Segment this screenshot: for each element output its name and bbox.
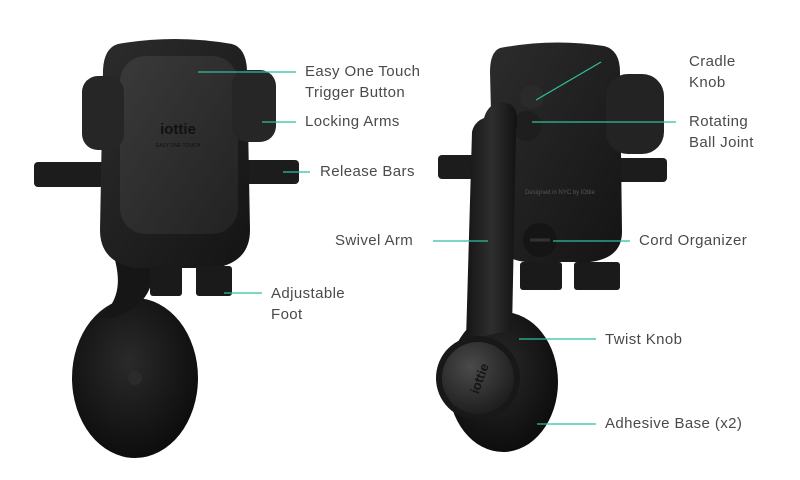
cradle-knob (520, 85, 544, 109)
back-foot-left (520, 262, 562, 290)
front-logo-text: iottie (160, 121, 196, 138)
twist-knob-face (442, 342, 514, 414)
back-release-bar-right (615, 158, 667, 182)
label-ball-line2: Ball Joint (689, 134, 754, 151)
label-foot-line2: Foot (271, 306, 303, 323)
front-suction-center (128, 371, 142, 385)
locking-arm-left (82, 76, 124, 150)
label-twist-knob: Twist Knob (605, 329, 682, 350)
swivel-arm (466, 102, 518, 340)
back-mount: Designed in NYC by iOttie iottie (436, 42, 667, 452)
adjustable-foot-left (150, 266, 182, 296)
back-engraving: Designed in NYC by iOttie (525, 190, 595, 196)
label-swivel-arm: Swivel Arm (335, 230, 413, 251)
label-trigger-line2: Trigger Button (305, 84, 406, 101)
release-bar-left (34, 162, 114, 187)
leader-lines (198, 61, 676, 425)
label-ball-line1: Rotating (689, 113, 749, 130)
front-mount: iottie EASY ONE TOUCH (34, 39, 299, 458)
release-bar-right (235, 160, 299, 184)
label-foot-line1: Adjustable (271, 285, 346, 302)
rotating-ball-joint (512, 111, 542, 141)
adjustable-foot-right (196, 266, 232, 296)
label-locking-arms: Locking Arms (305, 111, 400, 132)
label-adhesive-base-text: Adhesive Base (x2) (605, 415, 743, 432)
back-foot-right (574, 262, 620, 290)
label-cradle-knob: Cradle Knob (689, 51, 736, 93)
label-cord-organizer-text: Cord Organizer (639, 232, 748, 249)
label-twist-knob-text: Twist Knob (605, 331, 683, 348)
label-swivel-arm-text: Swivel Arm (335, 232, 414, 249)
label-adjustable-foot: Adjustable Foot (271, 283, 345, 325)
leader-cradle-knob (535, 61, 602, 101)
label-release-bars-text: Release Bars (320, 163, 415, 180)
label-trigger-button: Easy One Touch Trigger Button (305, 61, 420, 103)
label-adhesive-base: Adhesive Base (x2) (605, 413, 742, 434)
label-locking-arms-text: Locking Arms (305, 113, 400, 130)
back-locking-arm (606, 74, 664, 154)
front-logo-subtitle: EASY ONE TOUCH (156, 143, 201, 149)
label-cradle-line1: Cradle (689, 53, 736, 70)
label-release-bars: Release Bars (320, 161, 415, 182)
locking-arm-right (232, 70, 276, 142)
label-trigger-line1: Easy One Touch (305, 63, 421, 80)
label-cradle-line2: Knob (689, 74, 726, 91)
label-cord-organizer: Cord Organizer (639, 230, 747, 251)
trigger-face-plate (120, 56, 238, 234)
label-ball-joint: Rotating Ball Joint (689, 111, 754, 153)
